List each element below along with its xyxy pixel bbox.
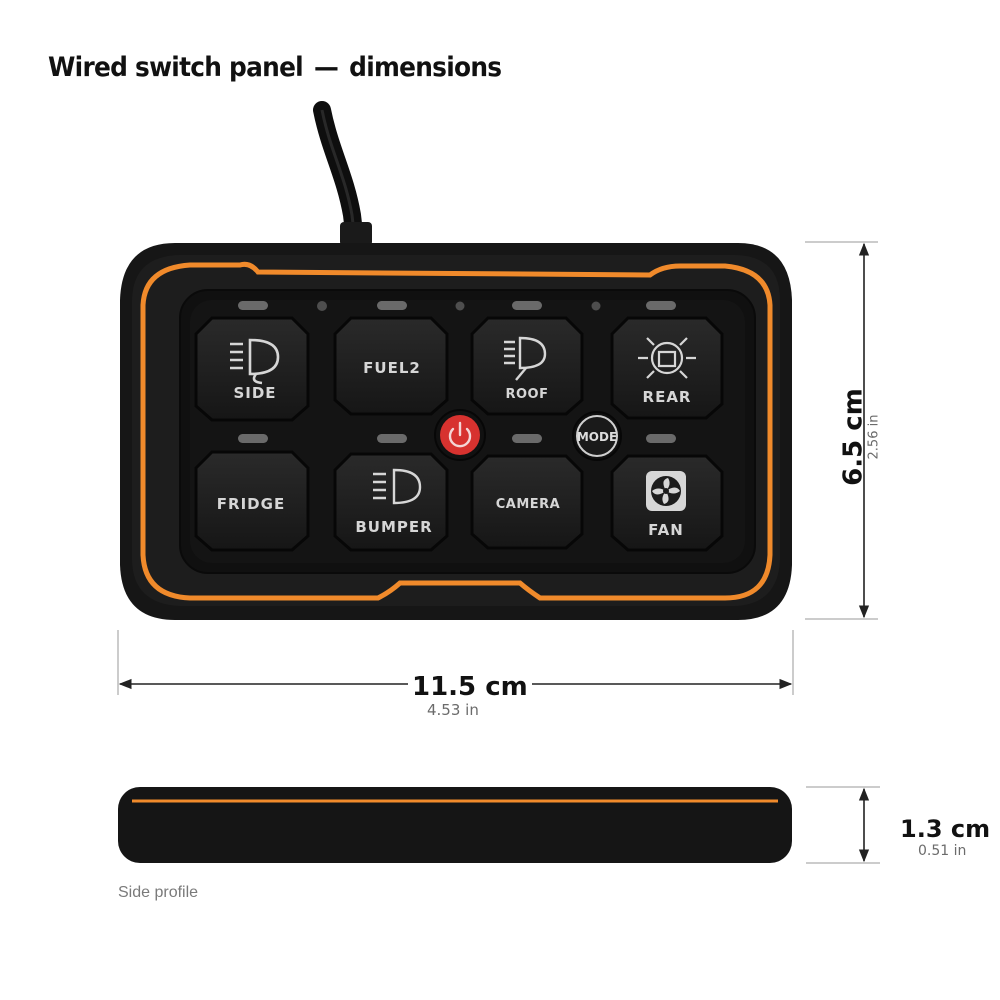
width-value: 11.5 cm [408, 672, 532, 702]
height-label-group: 6.5 cm 2.56 in [822, 382, 902, 492]
title-sub: dimensions [349, 52, 502, 83]
title-main: Wired switch panel [48, 52, 304, 83]
height-dimension [805, 241, 878, 620]
fuel2-label: FUEL2 [363, 359, 421, 377]
power-icon [448, 421, 472, 448]
headlight-icon [230, 338, 280, 385]
mode-label: MODE [577, 430, 617, 444]
camera-label: CAMERA [496, 497, 561, 512]
rear-label: REAR [643, 388, 692, 406]
fan-label: FAN [648, 521, 684, 539]
bumper-label: BUMPER [355, 518, 432, 536]
side-profile-illustration [118, 787, 792, 863]
width-sub-value: 4.53 in [427, 701, 479, 719]
height-value: 6.5 cm [838, 388, 869, 486]
side-label: SIDE [233, 384, 276, 402]
bumper-button[interactable]: BUMPER [333, 452, 449, 552]
fridge-button[interactable]: FRIDGE [194, 450, 310, 552]
roof-button[interactable]: ROOF [470, 316, 584, 416]
side-button[interactable]: SIDE [194, 316, 310, 422]
bumper-light-icon [373, 468, 422, 505]
page-title: Wired switch panel — dimensions [48, 52, 502, 83]
side-profile-caption: Side profile [118, 884, 199, 901]
roof-label: ROOF [506, 387, 549, 402]
mode-button[interactable]: MODE [572, 411, 622, 461]
fan-button[interactable]: FAN [610, 454, 724, 552]
power-button[interactable] [434, 409, 486, 461]
depth-sub-value: 0.51 in [918, 843, 967, 859]
cable [313, 101, 372, 259]
camera-button[interactable]: CAMERA [470, 454, 584, 550]
roof-light-icon [504, 336, 547, 381]
fuel2-button[interactable]: FUEL2 [333, 316, 449, 416]
depth-value: 1.3 cm [900, 815, 991, 843]
fan-icon [646, 471, 686, 511]
fridge-label: FRIDGE [217, 495, 285, 513]
rear-button[interactable]: REAR [610, 316, 724, 420]
depth-dimension [806, 786, 880, 864]
rear-light-icon [638, 337, 696, 379]
title-dash: — [314, 52, 339, 83]
height-sub-value: 2.56 in [866, 414, 882, 460]
indicator-leds [238, 301, 676, 443]
